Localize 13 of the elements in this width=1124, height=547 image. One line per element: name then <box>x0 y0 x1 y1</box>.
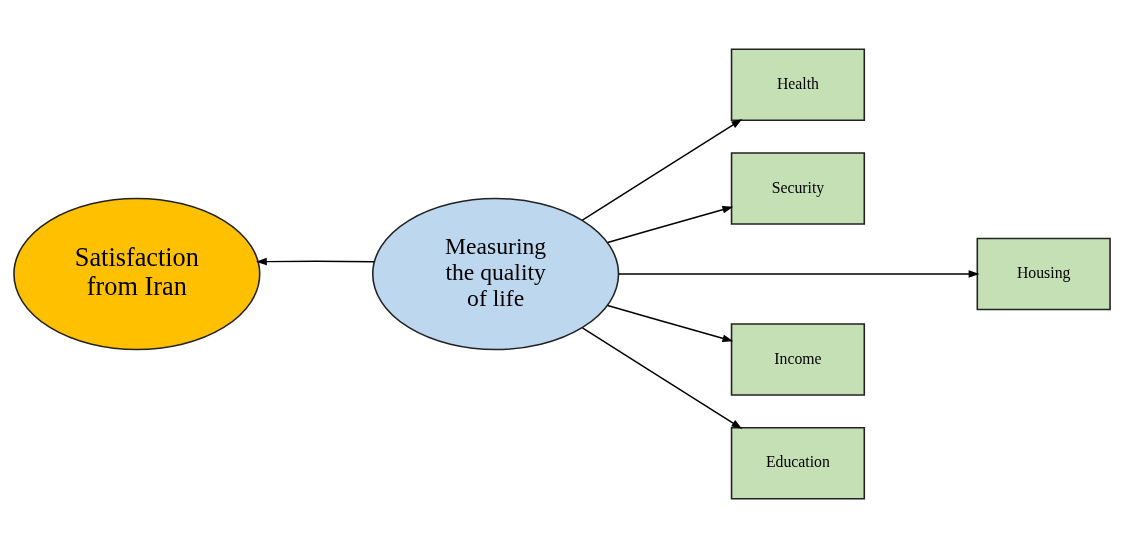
node-box: Education <box>730 426 866 500</box>
node-box: Security <box>730 151 866 225</box>
node-ellipse: Satisfaction from Iran <box>13 197 261 350</box>
node-ellipse: Measuring the quality of life <box>371 197 620 350</box>
arrow <box>581 326 743 429</box>
node-box: Income <box>730 322 866 396</box>
arrow <box>581 118 743 221</box>
arrow <box>256 257 375 265</box>
arrow <box>606 304 734 342</box>
node-box: Housing <box>976 237 1111 310</box>
node-box: Health <box>730 47 866 121</box>
arrow <box>606 205 734 243</box>
arrow <box>617 269 980 278</box>
